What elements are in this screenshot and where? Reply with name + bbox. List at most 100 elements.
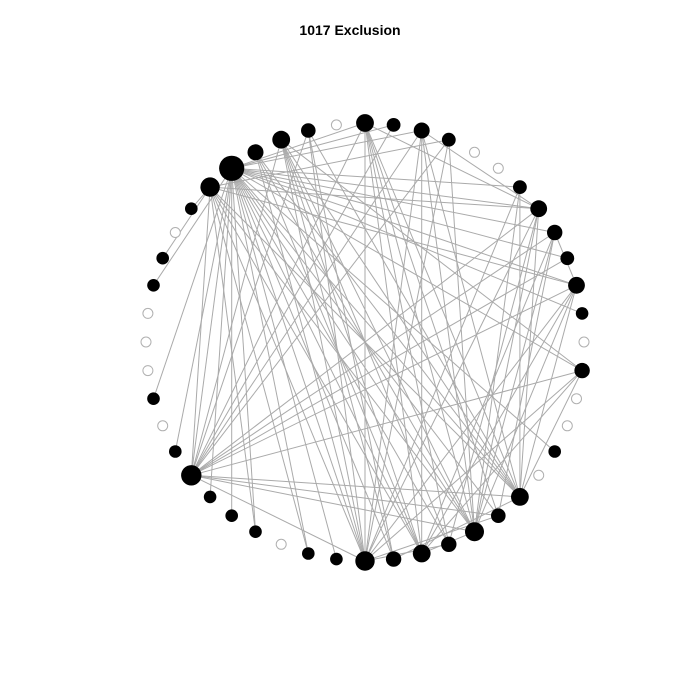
- network-edge: [364, 122, 539, 210]
- network-node: [169, 445, 182, 458]
- network-edge: [191, 232, 555, 476]
- network-edge: [231, 167, 583, 372]
- network-node: [465, 522, 484, 542]
- network-node: [491, 508, 506, 523]
- network-edge: [448, 208, 540, 545]
- network-node: [272, 130, 291, 149]
- network-edge: [364, 122, 450, 545]
- network-edge: [364, 122, 499, 516]
- network-edge: [364, 208, 540, 562]
- network-edge: [231, 167, 539, 210]
- network-edge: [497, 232, 556, 516]
- network-edge: [191, 474, 520, 498]
- edges-layer: [153, 122, 583, 562]
- network-edge: [162, 186, 211, 259]
- network-node: [147, 392, 160, 406]
- network-node: [200, 177, 220, 197]
- network-edge: [364, 130, 423, 562]
- network-edge: [190, 122, 366, 476]
- isolated-node: [142, 365, 154, 377]
- network-edge: [421, 285, 577, 554]
- network-node: [530, 200, 548, 218]
- network-edge: [209, 168, 233, 497]
- network-edge: [307, 130, 395, 560]
- network-edge: [231, 167, 555, 233]
- network-node: [568, 276, 585, 294]
- network-edge: [280, 139, 366, 562]
- isolated-node: [169, 227, 181, 238]
- network-edge: [255, 152, 366, 562]
- isolated-node: [142, 307, 154, 319]
- network-node: [575, 307, 589, 320]
- network-edge: [191, 474, 475, 533]
- isolated-node: [561, 420, 573, 432]
- network-node: [225, 509, 238, 522]
- network-node: [574, 362, 590, 379]
- network-edge: [421, 130, 521, 498]
- isolated-node: [571, 393, 582, 405]
- network-edge: [364, 139, 450, 562]
- network-edge: [190, 130, 423, 476]
- network-edge: [421, 232, 556, 554]
- network-node: [386, 118, 401, 132]
- network-edge: [190, 130, 309, 476]
- network-node: [147, 279, 160, 292]
- network-edge: [519, 208, 540, 497]
- network-edge: [190, 124, 395, 476]
- network-node: [156, 251, 169, 265]
- network-edge: [191, 474, 366, 562]
- network-node: [302, 547, 315, 560]
- nodes-layer: [140, 114, 590, 571]
- network-node: [511, 488, 529, 506]
- network-edge: [421, 130, 475, 532]
- network-node: [412, 544, 431, 563]
- network-node: [355, 551, 375, 571]
- network-edge: [231, 167, 556, 452]
- network-edge: [209, 186, 366, 562]
- network-node: [548, 445, 561, 458]
- network-edge: [231, 168, 256, 532]
- network-edge: [364, 122, 423, 554]
- network-edge: [364, 370, 583, 562]
- network-node: [441, 132, 456, 147]
- network-edge: [421, 370, 583, 554]
- network-node: [330, 552, 343, 566]
- network-node: [385, 551, 402, 567]
- isolated-node: [140, 336, 152, 348]
- isolated-node: [533, 469, 545, 481]
- network-node: [185, 202, 198, 215]
- isolated-node: [157, 420, 169, 432]
- network-edge: [174, 168, 233, 452]
- network-edge: [190, 168, 233, 476]
- network-node: [413, 122, 430, 139]
- network-edge: [519, 370, 583, 498]
- network-edge: [280, 139, 521, 498]
- network-edge: [191, 257, 568, 476]
- isolated-node: [469, 146, 480, 158]
- network-edge: [474, 187, 521, 532]
- network-edge: [191, 284, 577, 476]
- network-node: [247, 144, 264, 161]
- network-edge: [231, 122, 366, 169]
- network-node: [203, 490, 217, 504]
- network-edge: [191, 474, 499, 517]
- network-node: [513, 180, 527, 195]
- network-edge: [364, 284, 577, 562]
- network-edge: [519, 285, 577, 498]
- network-edge: [474, 208, 540, 532]
- network-edge: [190, 187, 211, 476]
- network-node: [547, 224, 563, 241]
- isolated-node: [492, 162, 504, 174]
- network-edge: [231, 167, 568, 259]
- network-edge: [191, 370, 583, 476]
- network-edge: [190, 139, 282, 476]
- network-node: [181, 465, 202, 486]
- network-edge: [364, 122, 475, 532]
- network-node: [560, 251, 575, 266]
- plot-title: 1017 Exclusion: [299, 22, 401, 38]
- network-edge: [364, 186, 521, 562]
- network-edge: [474, 232, 556, 532]
- network-node: [441, 536, 457, 552]
